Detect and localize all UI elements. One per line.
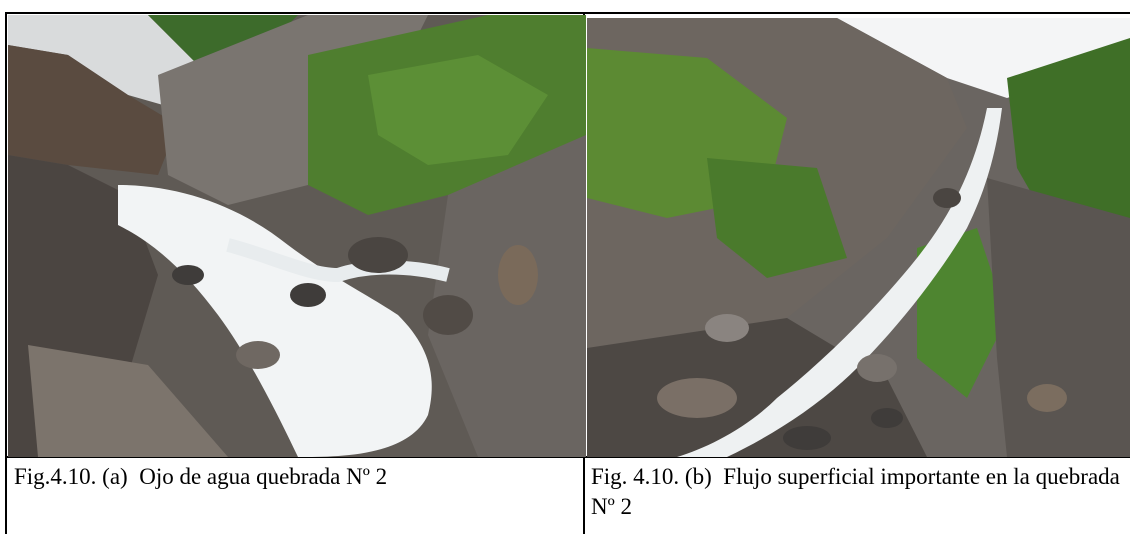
table-left-border xyxy=(5,12,7,534)
figure-caption-a: Fig.4.10. (a) Ojo de agua quebrada Nº 2 xyxy=(14,464,388,489)
rocky-ravine-stream-photo xyxy=(587,18,1130,457)
figure-table: Fig.4.10. (a) Ojo de agua quebrada Nº 2 … xyxy=(5,12,1130,534)
table-top-border xyxy=(5,12,1130,14)
mountain-stream-waterfall-photo xyxy=(8,15,586,457)
figure-caption-b: Fig. 4.10. (b) Flujo superficial importa… xyxy=(591,464,1126,519)
table-middle-border xyxy=(5,456,1130,458)
